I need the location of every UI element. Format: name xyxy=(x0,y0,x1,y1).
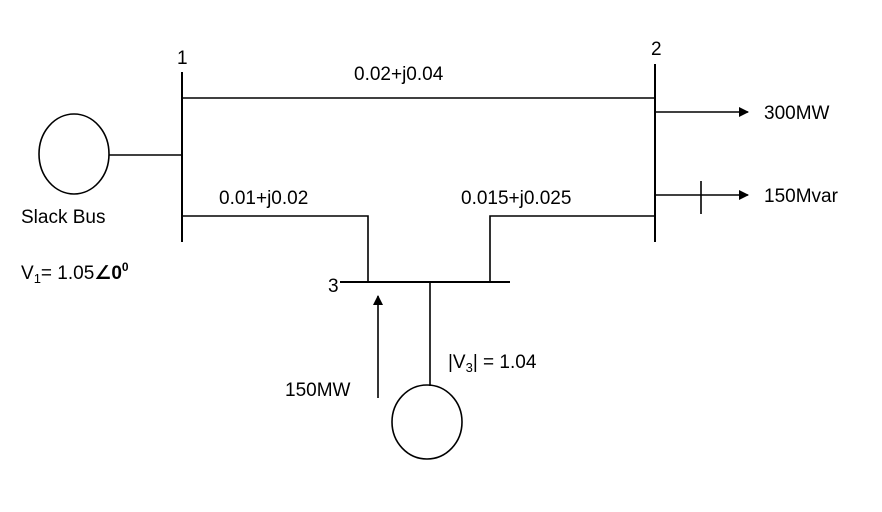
generator-3-voltage-close: | = 1.04 xyxy=(473,352,537,373)
slack-voltage: V1= 1.05∠00 xyxy=(21,260,129,286)
line-2-3-impedance: 0.015+j0.025 xyxy=(461,188,571,209)
slack-angle-unit: 0 xyxy=(122,260,129,274)
line-2-3 xyxy=(489,215,655,282)
generator-3-voltage-subscript: 3 xyxy=(466,360,473,375)
bus-1-number: 1 xyxy=(177,48,188,69)
slack-generator-icon xyxy=(38,113,110,195)
generator-3-voltage: |V3| = 1.04 xyxy=(448,352,537,375)
slack-angle-value: 0 xyxy=(111,263,122,284)
slack-voltage-prefix: V xyxy=(21,263,34,284)
line-1-3-impedance: 0.01+j0.02 xyxy=(219,188,308,209)
slack-angle-symbol: ∠ xyxy=(94,263,111,284)
slack-bus-label: Slack Bus xyxy=(21,207,105,228)
generator-3-voltage-open: |V xyxy=(448,352,466,373)
generator-3-icon xyxy=(391,384,463,460)
slack-voltage-value: = 1.05 xyxy=(41,263,94,284)
slack-voltage-subscript: 1 xyxy=(34,271,41,286)
bus-2-number: 2 xyxy=(651,39,662,60)
load-real-power: 300MW xyxy=(764,103,830,124)
bus-3-number: 3 xyxy=(328,276,339,297)
load-reactive-power: 150Mvar xyxy=(764,186,839,207)
generator-3-injection: 150MW xyxy=(285,380,351,401)
line-1-3 xyxy=(182,215,369,282)
line-1-2-impedance: 0.02+j0.04 xyxy=(354,64,444,85)
